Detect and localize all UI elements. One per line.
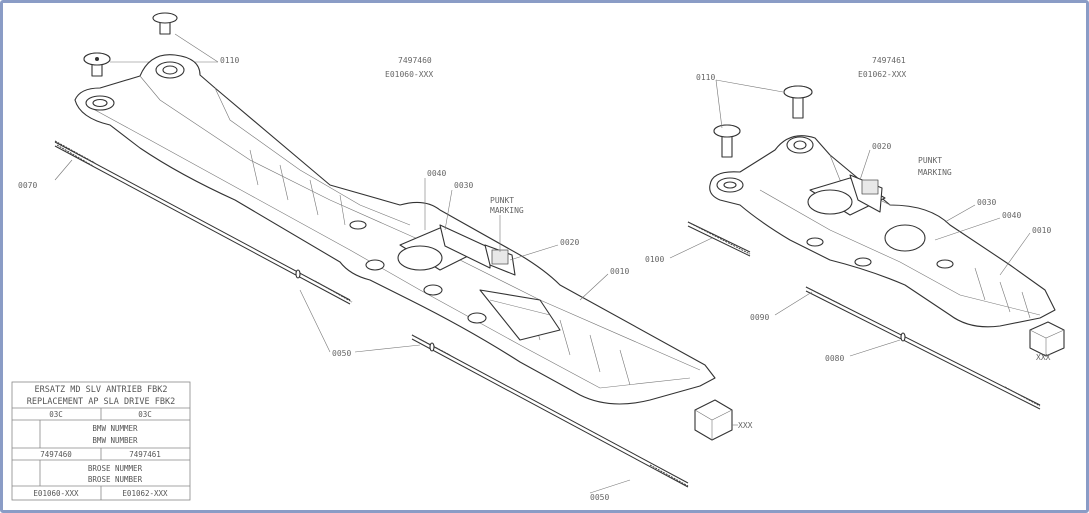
table-col-right: 03C — [138, 410, 152, 419]
left-rod-bottom — [411, 334, 689, 488]
callout-left-punkt: PUNKT — [490, 196, 514, 205]
callout-left-marking: MARKING — [490, 206, 524, 215]
right-assembly-partno: 7497461 — [872, 56, 906, 65]
callout-left-0070: 0070 — [18, 181, 37, 190]
table-bmw-en: BMW NUMBER — [92, 436, 138, 445]
callout-left-0020: 0020 — [560, 238, 579, 247]
right-screw-top — [783, 85, 813, 119]
right-rod-short — [687, 221, 751, 257]
left-screw-top — [152, 12, 178, 35]
callout-right-0090: 0090 — [750, 313, 769, 322]
left-housing — [74, 54, 716, 405]
left-assembly: 0110 — [18, 12, 753, 502]
right-screw-bottom — [713, 124, 741, 158]
callout-right-0110: 0110 — [696, 73, 715, 82]
table-bmw-de: BMW NUMMER — [92, 424, 138, 433]
right-rod-long — [805, 286, 1041, 410]
table-bmw-right: 7497461 — [129, 450, 161, 459]
callout-left-0010: 0010 — [610, 267, 629, 276]
right-motor — [807, 174, 926, 252]
callout-right-punkt: PUNKT — [918, 156, 942, 165]
callout-right-0080: 0080 — [825, 354, 844, 363]
callout-right-0020: 0020 — [872, 142, 891, 151]
table-brose-en: BROSE NUMBER — [88, 475, 143, 484]
callout-left-0040: 0040 — [427, 169, 446, 178]
left-assembly-partno: 7497460 — [398, 56, 432, 65]
right-housing — [709, 135, 1056, 328]
callout-right-0030: 0030 — [977, 198, 996, 207]
table-title-de: ERSATZ MD SLV ANTRIEB FBK2 — [34, 385, 167, 395]
right-clip — [1029, 321, 1065, 357]
callout-right-marking: MARKING — [918, 168, 952, 177]
left-screw-bottom — [83, 52, 111, 77]
table-brose-left: E01060-XXX — [33, 489, 79, 498]
table-title-en: REPLACEMENT AP SLA DRIVE FBK2 — [27, 397, 175, 407]
left-assembly-code: E01060-XXX — [385, 70, 433, 79]
title-table — [11, 381, 191, 501]
table-brose-right: E01062-XXX — [122, 489, 168, 498]
table-bmw-left: 7497460 — [40, 450, 72, 459]
right-assembly: 7497461 E01062-XXX 0110 — [645, 56, 1065, 410]
left-clip — [694, 399, 733, 441]
left-motor — [397, 224, 516, 276]
callout-right-0040: 0040 — [1002, 211, 1021, 220]
table-col-left: 03C — [49, 410, 63, 419]
callout-left-0110: 0110 — [220, 56, 239, 65]
left-rod-top — [54, 140, 353, 305]
callout-left-0050: 0050 — [332, 349, 351, 358]
callout-left-0050-bottom: 0050 — [590, 493, 609, 502]
callout-right-clip: XXX — [1036, 353, 1051, 362]
callout-left-0030: 0030 — [454, 181, 473, 190]
callout-right-0010: 0010 — [1032, 226, 1051, 235]
left-gear-part — [479, 289, 561, 341]
callout-left-clip: XXX — [738, 421, 753, 430]
right-assembly-code: E01062-XXX — [858, 70, 906, 79]
table-brose-de: BROSE NUMMER — [88, 464, 143, 473]
callout-right-0100: 0100 — [645, 255, 664, 264]
